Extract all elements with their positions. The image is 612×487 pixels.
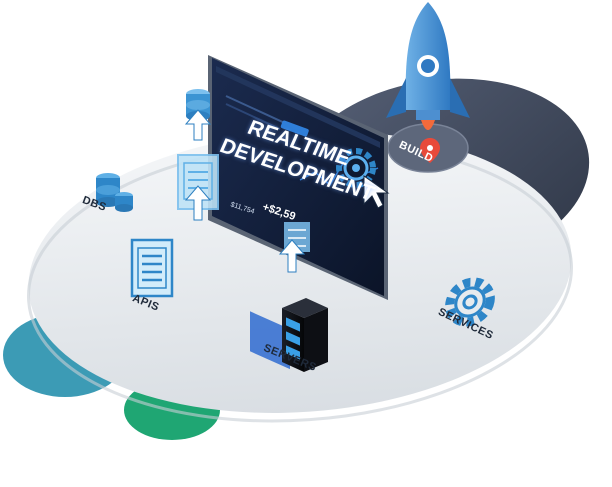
monitor (208, 55, 388, 370)
document-icon (177, 154, 219, 210)
cursor-arrow-icon-2 (184, 109, 212, 141)
light-platform (28, 131, 572, 413)
services-gear-icon (445, 277, 495, 327)
database-icon (96, 173, 133, 212)
cursor-arrow-icon (363, 175, 390, 209)
gear-icon (336, 148, 376, 188)
cursor-arrow-icon-3 (184, 185, 212, 221)
rocket-icon (386, 2, 470, 130)
api-document-icon (130, 238, 174, 298)
cursor-arrow-icon-4 (278, 239, 306, 273)
map-pin-icon (420, 138, 440, 163)
server-icon (282, 298, 328, 372)
